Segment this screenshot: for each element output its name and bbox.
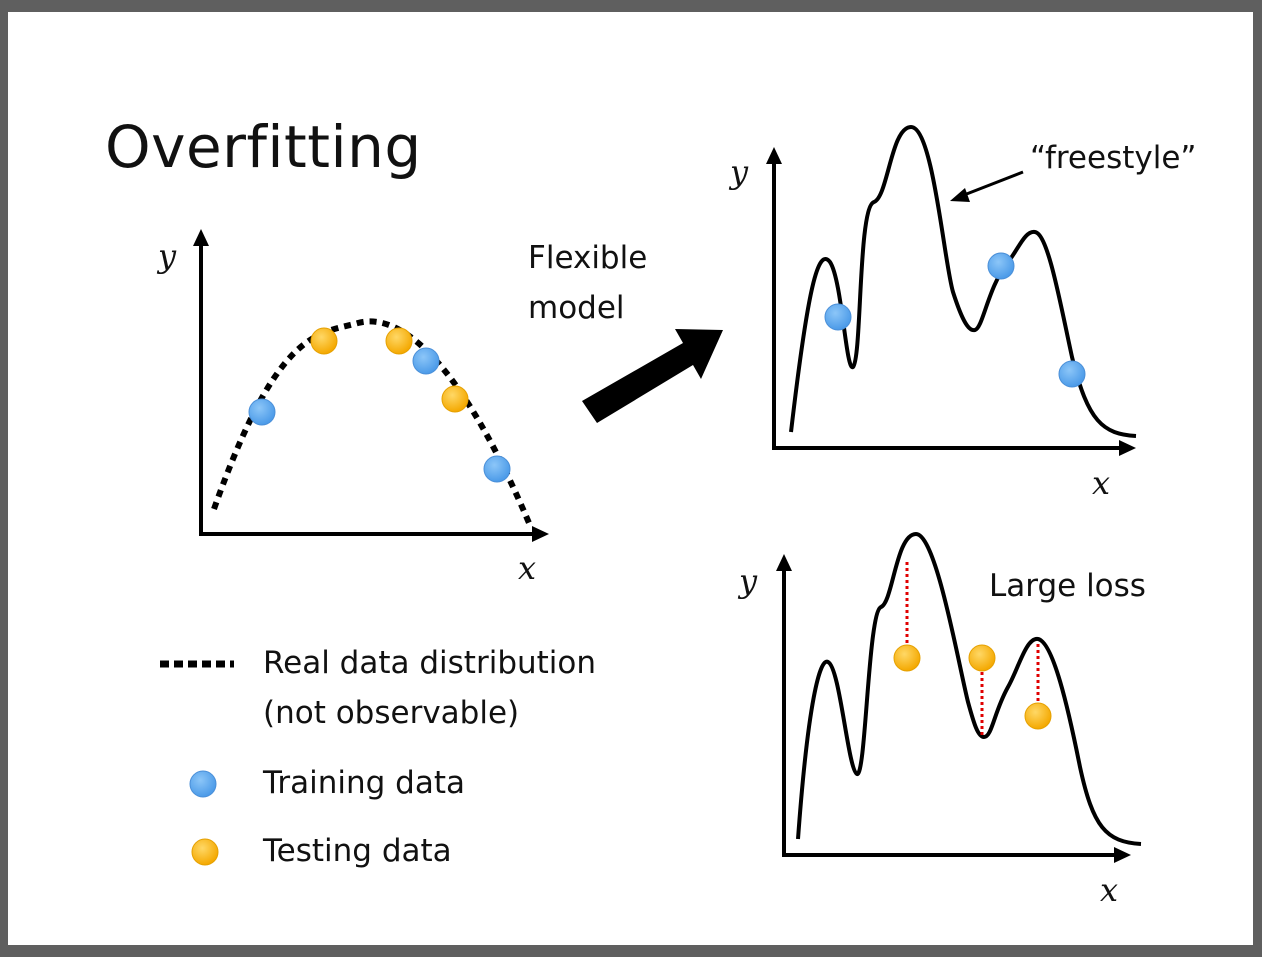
bottom-right-x-label: x [1100, 871, 1119, 909]
thick-arrow-icon [582, 329, 723, 423]
freestyle-label: “freestyle” [1030, 140, 1197, 176]
training-point [412, 347, 440, 375]
testing-point [1024, 702, 1052, 730]
bottom-right-plot [776, 531, 1142, 863]
blue-dot-icon [189, 770, 217, 798]
arrow-label-line-1: Flexible [528, 240, 648, 276]
legend-real-line-1: Real data distribution [263, 645, 597, 681]
left-x-axis [199, 526, 549, 542]
testing-point [968, 644, 996, 672]
left-plot [193, 229, 549, 542]
freestyle-pointer-arrow [950, 170, 1024, 202]
slide: Overfitting Flexible model “freestyle” L… [8, 12, 1253, 945]
overfit-curve [796, 531, 1142, 846]
top-right-y-label: y [730, 153, 749, 191]
bottom-right-x-axis [782, 847, 1131, 863]
top-right-plot [766, 124, 1137, 456]
arrow-label-line-2: model [528, 290, 625, 326]
testing-point [310, 327, 338, 355]
legend-real-line-2: (not observable) [263, 695, 520, 731]
left-y-axis [193, 229, 209, 536]
training-point [483, 455, 511, 483]
left-y-label: y [158, 237, 177, 275]
bottom-right-y-label: y [739, 562, 758, 600]
orange-dot-icon [191, 838, 219, 866]
large-loss-label: Large loss [989, 568, 1146, 604]
bottom-right-y-axis [776, 554, 792, 857]
training-point [987, 252, 1015, 280]
testing-point [893, 644, 921, 672]
training-point [824, 303, 852, 331]
legend-training: Training data [263, 765, 465, 801]
training-point [1058, 360, 1086, 388]
testing-point [385, 327, 413, 355]
diagram-canvas [160, 124, 1142, 866]
legend-testing: Testing data [263, 833, 452, 869]
top-right-x-label: x [1092, 464, 1111, 502]
real-distribution-curve [211, 318, 532, 525]
top-right-y-axis [766, 147, 782, 450]
page-title: Overfitting [105, 113, 422, 181]
top-right-x-axis [772, 440, 1136, 456]
left-x-label: x [518, 549, 537, 587]
training-point [248, 398, 276, 426]
testing-point [441, 385, 469, 413]
